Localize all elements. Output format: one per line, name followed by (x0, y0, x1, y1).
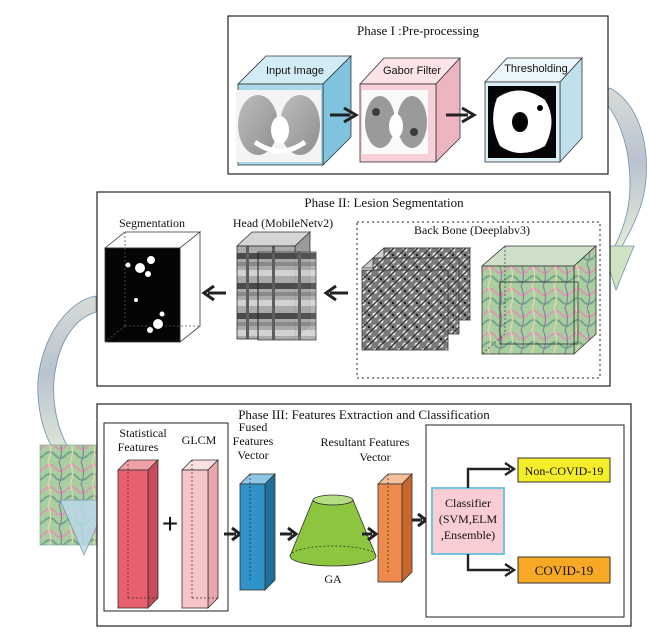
classifier-label-line2: (SVM,ELM (439, 512, 498, 526)
connector-phase2-to-phase3 (37, 295, 97, 466)
phase3-panel: Phase III: Features Extraction and Class… (96, 403, 632, 627)
covid-result-box (517, 556, 611, 584)
phase2-panel: Phase II: Lesion Segmentation Segmentati… (96, 191, 611, 387)
arrow-classifier-to-covid (466, 554, 510, 572)
connector-arrow-head-2 (59, 499, 109, 557)
backbone-label: Back Bone (Deeplabv3) (414, 223, 530, 237)
fused-label-line2: Features (233, 434, 274, 448)
glcm-label: GLCM (182, 433, 217, 447)
lesion-mask (125, 256, 165, 333)
resultant-label-line2: Vector (359, 450, 390, 464)
glcm-bar (181, 459, 219, 609)
statistical-features-label-line2: Features (118, 440, 159, 454)
arrow-classifier-to-noncovid (466, 467, 510, 488)
ga-cone (289, 494, 377, 567)
gabor-filter-label: Gabor Filter (383, 65, 441, 77)
ga-label: GA (324, 572, 342, 586)
fused-features-bar (239, 473, 276, 591)
resultant-label-line1: Resultant Features (321, 435, 410, 449)
head-mobilenet-block (235, 231, 317, 341)
covid-result-label: COVID-19 (535, 563, 594, 578)
phase2-title: Phase II: Lesion Segmentation (304, 195, 464, 210)
classifier-label-line1: Classifier (445, 496, 491, 510)
plus-sign: + (162, 508, 178, 539)
statistical-features-bar (117, 459, 159, 609)
gabor-filter-image (362, 90, 428, 154)
resultant-features-bar (377, 473, 413, 583)
gabor-filter-cube: Gabor Filter (359, 56, 461, 163)
input-image-label: Input Image (266, 65, 324, 77)
segmentation-cube (103, 231, 202, 343)
phase1-panel: Phase I :Pre-processing Input Image (227, 15, 609, 175)
phase1-title: Phase I :Pre-processing (357, 23, 480, 38)
fused-label-line3: Vector (237, 448, 268, 462)
thresholding-label: Thresholding (504, 63, 568, 75)
noncovid-result-label: Non-COVID-19 (525, 464, 604, 478)
ct-scan-image (236, 90, 321, 162)
phase3-title: Phase III: Features Extraction and Class… (238, 407, 490, 422)
backbone-region (356, 221, 601, 379)
input-image-cube: Input Image (236, 55, 352, 166)
segmentation-label: Segmentation (119, 216, 185, 230)
thresholding-image (488, 86, 556, 158)
statistical-features-label-line1: Statistical (119, 426, 167, 440)
noncovid-result-box (517, 457, 611, 483)
backbone-swirl-cubes (480, 245, 598, 355)
thresholding-cube: Thresholding (484, 56, 583, 164)
head-label: Head (MobileNetv2) (233, 216, 333, 230)
fused-label-line1: Fused (239, 420, 268, 434)
classifier-label-line3: ,Ensemble) (441, 528, 495, 542)
backbone-texture-cubes (360, 247, 472, 351)
